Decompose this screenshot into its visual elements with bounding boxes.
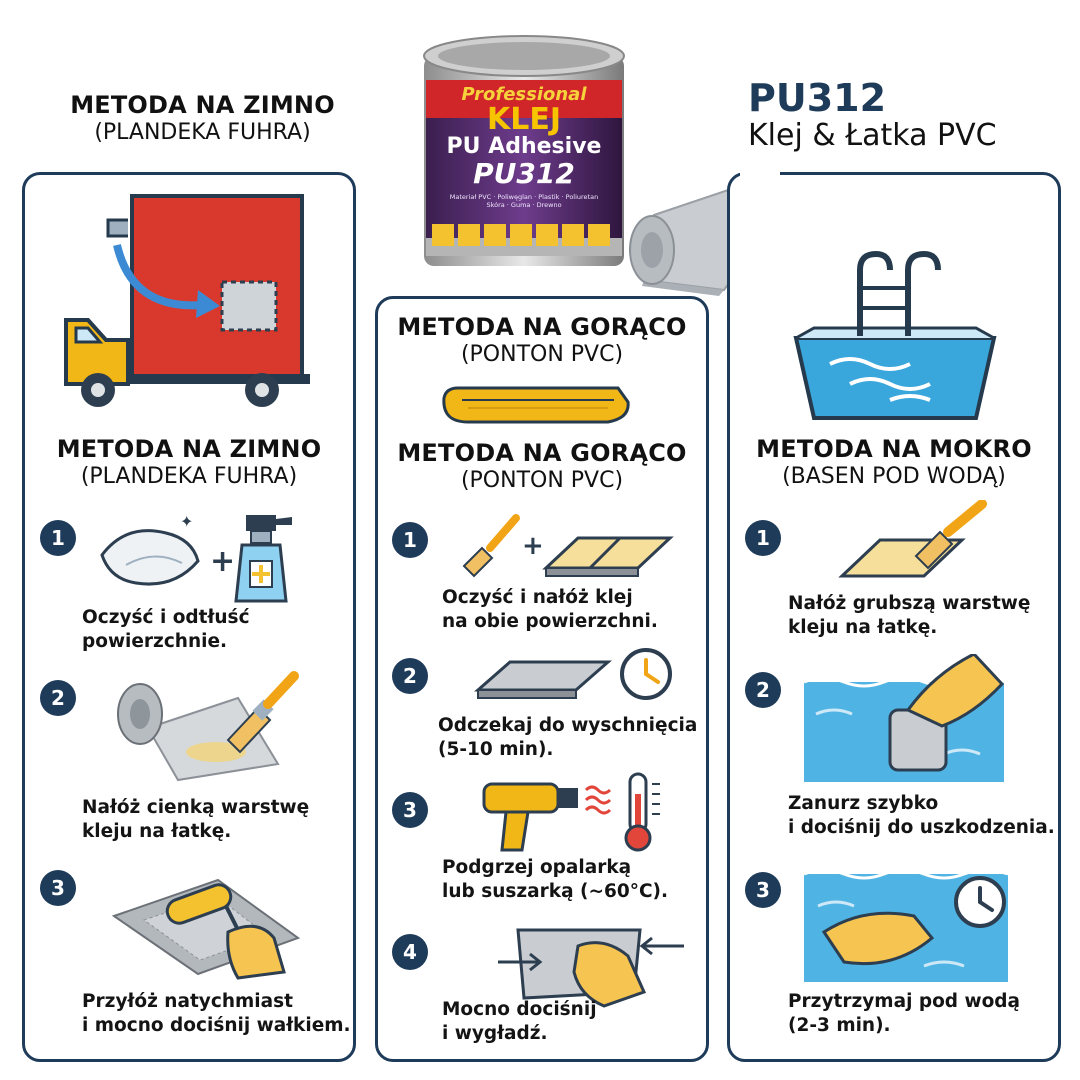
- cold-title: METODA NA ZIMNO: [56, 435, 322, 463]
- can-materials2: Skóra · Guma · Drewno: [486, 200, 562, 209]
- product-can-image: [418, 28, 658, 283]
- truck-illustration: [62, 190, 322, 420]
- spray-bottle-icon: [234, 515, 292, 603]
- top-left-title: METODA NA ZIMNO: [70, 91, 335, 119]
- cold-step-1-badge: 1: [40, 520, 76, 556]
- hot-top-header: METODA NA GORĄCO (PONTON PVC): [375, 313, 709, 367]
- pontoon-icon: [442, 386, 630, 424]
- pool-illustration: [790, 248, 1000, 428]
- truck-icon: [64, 194, 310, 407]
- product-title: PU312: [748, 76, 887, 120]
- can-line1: Professional: [461, 84, 587, 105]
- hand-icon: [226, 924, 286, 980]
- clock-icon: [620, 648, 672, 700]
- can-icons-strip: [432, 224, 612, 248]
- hot-step-4-badge: 4: [392, 934, 428, 970]
- wet-step-1-badge: 1: [745, 520, 781, 556]
- hand-icon: [821, 911, 935, 966]
- cloth-icon: [100, 529, 200, 586]
- wet-step-2-caption: Zanurz szybko i dociśnij do uszkodzenia.: [788, 793, 1055, 839]
- can-line2: KLEJ: [486, 102, 562, 137]
- wet-subtitle: (BASEN POD WODĄ): [782, 463, 1006, 489]
- hot-step-1-illustration: +: [460, 508, 680, 584]
- hot-top-title: METODA NA GORĄCO: [397, 313, 687, 341]
- hot-title: METODA NA GORĄCO: [397, 439, 687, 467]
- wet-step-2-badge: 2: [745, 672, 781, 708]
- wet-step-3-caption: Przytrzymaj pod wodą (2-3 min).: [788, 991, 1021, 1037]
- cold-step-2-illustration: [108, 668, 308, 786]
- can-line3: PU Adhesive: [446, 134, 602, 159]
- pontoon-illustration: [438, 378, 634, 428]
- hot-header: METODA NA GORĄCO (PONTON PVC): [375, 439, 709, 493]
- hot-subtitle: (PONTON PVC): [460, 467, 624, 493]
- svg-text:+: +: [522, 531, 544, 561]
- hot-step-2-illustration: [474, 646, 674, 706]
- cold-step-2-badge: 2: [40, 680, 76, 716]
- hot-step-4-caption: Mocno dociśnij i wygładź.: [442, 999, 597, 1045]
- cold-step-1-caption: Oczyść i odtłuść powierzchnie.: [82, 607, 250, 653]
- hot-step-2-badge: 2: [392, 658, 428, 694]
- hot-step-2-caption: Odczekaj do wyschnięcia (5-10 min).: [438, 715, 698, 761]
- cold-step-2-caption: Nałóż cienką warstwę kleju na łatkę.: [82, 797, 310, 843]
- cold-step-3-illustration: [108, 868, 308, 980]
- ladder-icon: [857, 250, 941, 336]
- hot-top-subtitle: (PONTON PVC): [460, 341, 624, 367]
- product-subtitle: Klej & Łatka PVC: [748, 118, 997, 153]
- cold-step-3-caption: Przyłóż natychmiast i mocno dociśnij wał…: [82, 991, 351, 1037]
- hot-step-1-caption: Oczyść i nałóż klej na obie powierzchni.: [442, 587, 658, 633]
- can-line4: PU312: [473, 157, 575, 191]
- thermometer-icon: [624, 772, 660, 852]
- pvc-sheets-icon: [542, 536, 674, 577]
- hot-step-1-badge: 1: [392, 522, 428, 558]
- pool-icon: [793, 250, 997, 420]
- clock-icon: [954, 876, 1006, 928]
- pvc-sheet-icon: [474, 660, 612, 699]
- wet-step-2-illustration: [804, 654, 1004, 782]
- hand-icon: [905, 654, 1004, 728]
- can-icon: [423, 35, 625, 266]
- hot-step-3-badge: 3: [392, 792, 428, 828]
- cold-step-1-illustration: ✦ +: [96, 505, 306, 605]
- wet-step-3-badge: 3: [745, 872, 781, 908]
- wet-step-3-illustration: [804, 866, 1008, 982]
- brush-icon: [226, 671, 299, 754]
- svg-text:+: +: [210, 544, 235, 579]
- wet-title: METODA NA MOKRO: [756, 435, 1032, 463]
- arrow-left-icon: [639, 936, 684, 956]
- hot-step-3-illustration: [478, 770, 678, 854]
- cold-subtitle: (PLANDEKA FUHRA): [80, 463, 298, 489]
- cold-header: METODA NA ZIMNO (PLANDEKA FUHRA): [22, 435, 356, 489]
- patch-roll-icon: [117, 683, 280, 782]
- wet-step-1-caption: Nałóż grubszą warstwę kleju na łatkę.: [788, 593, 1031, 639]
- wet-step-1-illustration: [836, 500, 996, 584]
- hot-step-3-caption: Podgrzej opalarką lub suszarką (~60°C).: [442, 857, 669, 903]
- wet-header: METODA NA MOKRO (BASEN POD WODĄ): [727, 435, 1061, 489]
- hot-step-4-illustration: [494, 922, 690, 1008]
- brush-icon: [462, 514, 520, 578]
- arrow-right-icon: [498, 952, 543, 972]
- top-left-subtitle: (PLANDEKA FUHRA): [94, 119, 311, 145]
- top-left-header: METODA NA ZIMNO (PLANDEKA FUHRA): [20, 91, 385, 145]
- brush-icon: [914, 500, 987, 570]
- heat-gun-icon: [482, 782, 578, 852]
- svg-text:✦: ✦: [180, 512, 193, 531]
- hand-icon: [572, 941, 647, 1008]
- panel-wet-top-gap: [740, 165, 780, 179]
- can-text: Professional KLEJ PU Adhesive PU312 Mate…: [426, 84, 622, 209]
- can-materials1: Materiał PVC · Poliwęglan · Plastik · Po…: [449, 192, 599, 201]
- cold-step-3-badge: 3: [40, 870, 76, 906]
